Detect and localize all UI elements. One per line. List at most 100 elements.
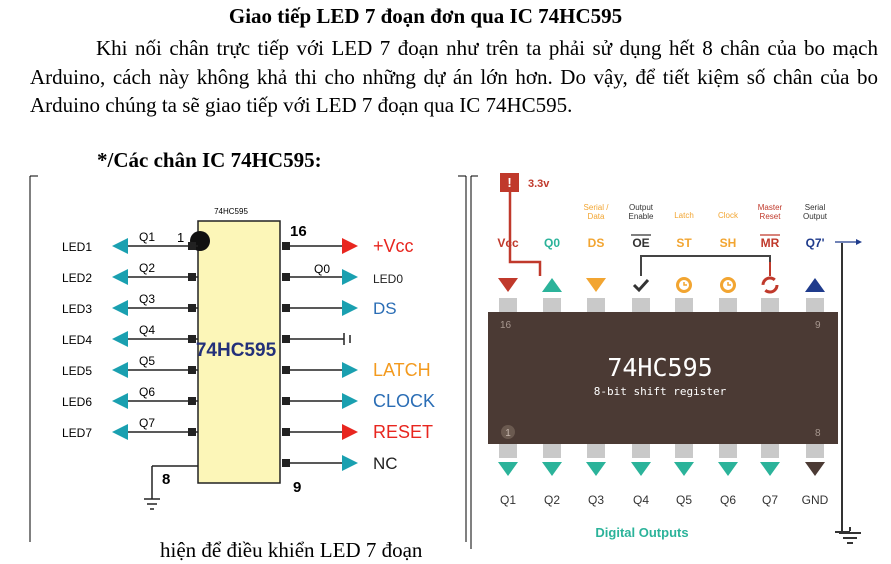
pin-name: OE xyxy=(632,236,649,250)
pin-desc: Serial / xyxy=(584,203,610,212)
signal-label: NC xyxy=(373,454,398,473)
bottom-pin-q1: Q1 xyxy=(498,444,518,507)
pin-name: Q7' xyxy=(806,236,825,250)
arrow-down-icon xyxy=(760,462,780,476)
digital-outputs-label: Digital Outputs xyxy=(595,525,688,540)
arrow-icon xyxy=(342,269,358,285)
ic-chip-name: 74HC595 xyxy=(607,353,712,382)
ic-pin-8: 8 xyxy=(815,428,821,439)
top-pin-q0: Q0 xyxy=(542,236,562,312)
arrow-icon xyxy=(112,300,128,316)
gnd-ground-symbol xyxy=(839,527,861,544)
ic-pin-9: 9 xyxy=(815,320,821,331)
arrow-icon xyxy=(342,424,358,440)
led-label: LED6 xyxy=(62,395,92,409)
pin-name: Q0 xyxy=(544,236,560,250)
pin-name: ST xyxy=(676,236,692,250)
arrow-down-icon xyxy=(805,462,825,476)
ground-symbol xyxy=(144,465,198,510)
left-pinout-diagram: 74HC595 74HC595 1 16 8 9 Q1LED1Q2LED2Q3L… xyxy=(29,175,467,542)
pin-desc: Clock xyxy=(718,211,739,220)
pin-q-label: Q6 xyxy=(139,385,155,399)
bottom-pin-q5: Q5 xyxy=(674,444,694,507)
signal-label: RESET xyxy=(373,422,433,442)
chip-name: 74HC595 xyxy=(196,340,277,361)
signal-label: LATCH xyxy=(373,360,431,380)
arrow-down-icon xyxy=(718,462,738,476)
led-label: LED4 xyxy=(62,333,92,347)
truncated-next-line: hiện để điều khiển LED 7 đoạn xyxy=(160,538,423,562)
arrow-icon xyxy=(342,238,358,254)
signal-label: CLOCK xyxy=(373,391,435,411)
arrow-icon xyxy=(112,331,128,347)
arrow-down-icon xyxy=(498,462,518,476)
warning-icon xyxy=(500,173,519,192)
pin-name: Q6 xyxy=(720,493,736,507)
pin-name: Q5 xyxy=(676,493,692,507)
refresh-icon xyxy=(761,276,779,294)
pin-num-8: 8 xyxy=(162,471,170,488)
pin-desc: Reset xyxy=(760,212,782,221)
right-pin-7: RESET xyxy=(282,422,433,442)
right-pin-1: +Vcc xyxy=(282,236,414,256)
right-pin-8: NC xyxy=(282,454,398,473)
arrow-icon xyxy=(112,238,128,254)
pin-q-label: Q0 xyxy=(314,262,330,276)
led-label: LED5 xyxy=(62,364,92,378)
pin-name: Vcc xyxy=(497,236,519,250)
led-label: LED2 xyxy=(62,271,92,285)
pin-name: Q3 xyxy=(588,493,604,507)
arrow-down-icon xyxy=(631,462,651,476)
arrow-icon xyxy=(112,424,128,440)
bottom-pin-q2: Q2 xyxy=(542,444,562,507)
ic-pin-16: 16 xyxy=(500,320,512,331)
pin-q-label: Q3 xyxy=(139,292,155,306)
pin-q-label: Q1 xyxy=(139,230,155,244)
check-icon xyxy=(632,278,650,293)
top-pin-vcc: Vcc xyxy=(497,236,519,312)
pin-q-label: Q7 xyxy=(139,416,155,430)
bottom-pin-q4: Q4 xyxy=(631,444,651,507)
ic-chip-subtitle: 8-bit shift register xyxy=(594,385,727,398)
paragraph-text: Khi nối chân trực tiếp với LED 7 đoạn nh… xyxy=(30,36,878,117)
arrow-up-icon xyxy=(805,278,825,292)
pin-desc: Output xyxy=(629,203,654,212)
pin-name: MR xyxy=(761,236,780,250)
arrow-down-icon xyxy=(586,278,606,292)
heading-text: Giao tiếp LED 7 đoạn đơn qua IC 74HC595 xyxy=(228,4,623,28)
arrow-down-icon xyxy=(674,462,694,476)
bottom-pin-q3: Q3 xyxy=(586,444,606,507)
bottom-pin-q7: Q7 xyxy=(760,444,780,507)
ic-pin-1: 1 xyxy=(505,428,511,439)
pin-desc: Enable xyxy=(629,212,654,221)
supply-voltage: 3.3v xyxy=(528,178,550,190)
led-label: LED1 xyxy=(62,240,92,254)
arrow-down-icon xyxy=(542,462,562,476)
arrow-icon xyxy=(342,393,358,409)
right-pin-5: LATCH xyxy=(282,360,431,380)
pin-name: Q2 xyxy=(544,493,560,507)
pin-num-16: 16 xyxy=(290,223,307,240)
right-pin-3: DS xyxy=(282,299,397,318)
subheading: */Các chân IC 74HC595: xyxy=(97,148,322,172)
signal-label: DS xyxy=(373,299,397,318)
left-pins: Q1LED1Q2LED2Q3LED3Q4LED4Q5LED5Q6LED6Q7LE… xyxy=(62,230,198,440)
arrow-icon xyxy=(112,393,128,409)
pin-q-label: Q4 xyxy=(139,323,155,337)
arrow-down-icon xyxy=(498,278,518,292)
signal-label: +Vcc xyxy=(373,236,414,256)
signal-label: LED0 xyxy=(373,272,403,286)
chip-body xyxy=(197,220,281,484)
